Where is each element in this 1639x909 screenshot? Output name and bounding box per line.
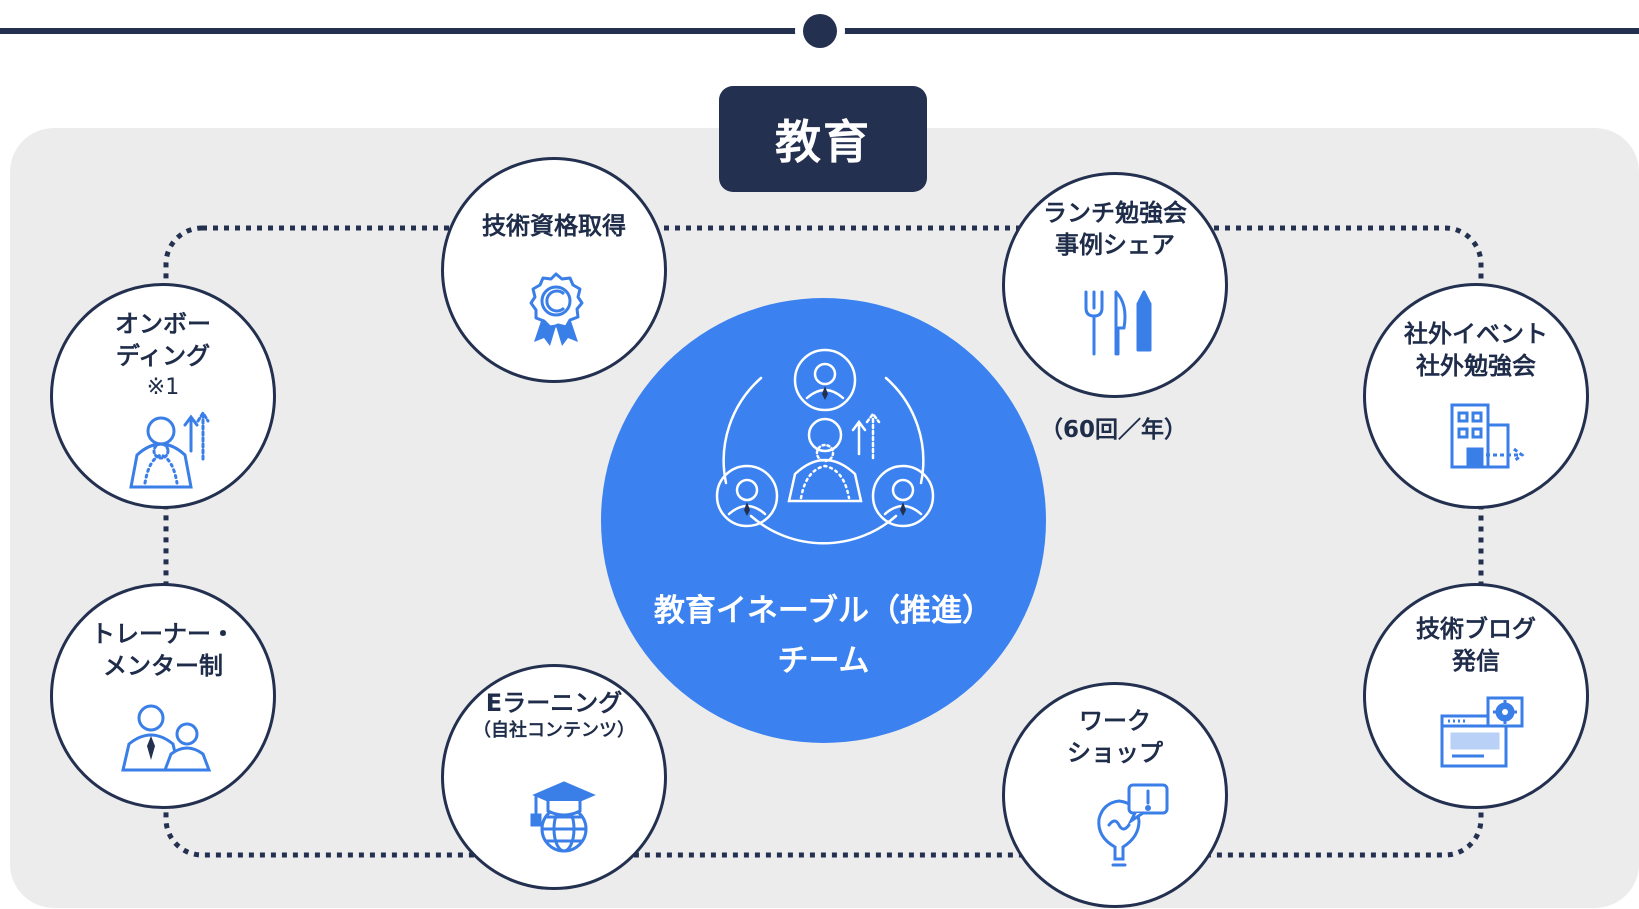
node-qualification-label: 技術資格取得 [482,212,626,240]
team-cycle-icon [715,348,935,545]
node-external-events: 社外イベント 社外勉強会 [1363,283,1589,509]
node-external-line1: 社外イベント [1404,320,1548,348]
node-qualification: 技術資格取得 [441,157,667,383]
node-trainer-line2: メンター制 [103,652,223,680]
node-workshop: ワーク ショップ [1002,682,1228,908]
mentor-pair-icon [121,704,212,772]
node-blog-line2: 発信 [1452,647,1500,675]
section-title: 教育 [719,86,927,192]
node-elearning: Eラーニング （自社コンテンツ） [441,664,667,890]
node-lunch-line1: ランチ勉強会 [1043,199,1187,227]
node-external-line2: 社外勉強会 [1416,352,1536,380]
node-workshop-line1: ワーク [1079,707,1151,735]
node-trainer-mentor: トレーナー・ メンター制 [50,583,276,809]
node-workshop-line2: ショップ [1067,739,1163,767]
center-label-line2: チーム [777,643,870,679]
lunch-frequency: （60回／年） [1040,417,1188,443]
person-growth-icon [129,411,210,489]
cutlery-pencil-icon [1084,290,1152,356]
top-divider-dot [803,14,837,48]
center-team-circle: 教育イネーブル（推進） チーム [601,298,1046,743]
building-exit-icon [1450,403,1525,469]
node-lunch-study: ランチ勉強会 事例シェア [1002,172,1228,398]
award-ribbon-icon [529,272,584,346]
node-onboarding-note: ※1 [146,375,180,400]
browser-gear-icon [1440,696,1524,768]
node-elearning-line2: （自社コンテンツ） [473,720,635,741]
section-title-text: 教育 [775,115,871,169]
node-tech-blog: 技術ブログ 発信 [1363,583,1589,809]
node-blog-line1: 技術ブログ [1416,615,1536,643]
node-lunch-line2: 事例シェア [1055,231,1175,259]
lightbulb-idea-icon [1097,783,1169,867]
node-onboarding-line2: ディング [115,342,211,370]
node-onboarding: オンボー ディング ※1 [50,283,276,509]
node-elearning-line1: Eラーニング [485,689,623,717]
node-onboarding-line1: オンボー [115,310,211,338]
node-trainer-line1: トレーナー・ [91,620,235,648]
center-label-line1: 教育イネーブル（推進） [653,593,994,629]
graduation-globe-icon [530,781,596,853]
